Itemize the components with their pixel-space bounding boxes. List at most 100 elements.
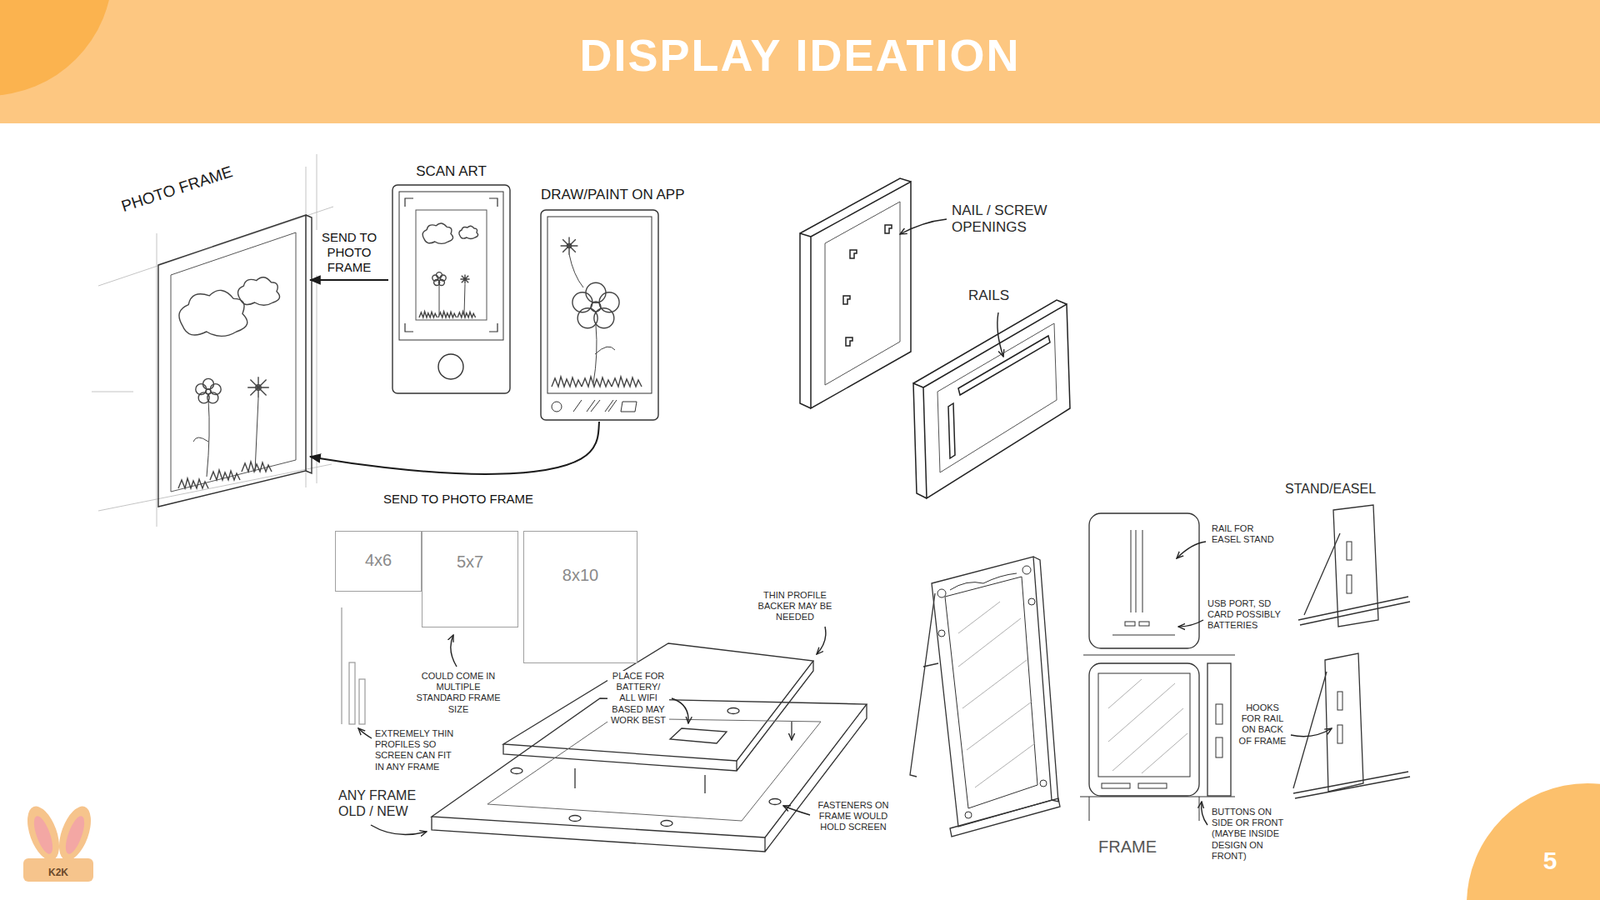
label-slot: COULD COME IN MULTIPLE STANDARD FRAME SI… xyxy=(413,670,504,716)
frame-views-sketch xyxy=(1108,679,1188,774)
label-slot: NAIL / SCREW OPENINGS xyxy=(950,202,1084,237)
label-slot: ANY FRAME OLD / NEW xyxy=(336,787,430,820)
frame-back-rail-sketch xyxy=(913,300,1070,499)
leader-line xyxy=(671,698,689,724)
easel-frame-sketch xyxy=(937,589,946,598)
exploded-frame-sketch xyxy=(487,718,821,821)
photo-frame-sketch xyxy=(193,400,210,477)
phone-draw-sketch xyxy=(551,376,582,387)
logo-bunny xyxy=(52,802,97,865)
leader-line xyxy=(1176,541,1206,559)
stand-easel-sketch xyxy=(1333,505,1379,627)
phone-scan-sketch xyxy=(415,210,487,320)
exploded-frame-sketch xyxy=(431,704,867,852)
frame-back-nail-sketch xyxy=(810,181,911,409)
logo-text: K2K xyxy=(46,866,70,879)
callout-note: FASTENERS ON FRAME WOULD HOLD SCREEN xyxy=(812,800,895,834)
frame-views-sketch xyxy=(1080,655,1235,821)
callout-note: PLACE FOR BATTERY/ ALL WIFI BASED MAY WO… xyxy=(607,670,670,726)
stand-easel-sketch xyxy=(1293,505,1410,799)
page-number: 5 xyxy=(1541,845,1560,876)
phone-scan-sketch xyxy=(438,354,464,380)
exploded-frame-sketch xyxy=(569,815,581,822)
leader-line xyxy=(900,219,947,235)
easel-frame-sketch xyxy=(945,576,1038,809)
page-corner-circle xyxy=(1466,783,1600,900)
phone-scan-sketch xyxy=(432,272,446,286)
leader-line xyxy=(370,825,427,835)
phone-draw-sketch xyxy=(551,401,562,412)
phone-draw-sketch xyxy=(540,210,659,420)
callout-note: NAIL / SCREW OPENINGS xyxy=(950,202,1084,237)
phone-draw-sketch xyxy=(540,210,659,420)
easel-frame-sketch xyxy=(1033,556,1059,802)
frame-back-rail-sketch xyxy=(913,300,1067,499)
leader-line xyxy=(816,626,826,655)
header-band xyxy=(0,0,1600,124)
frame-size-sketch xyxy=(349,662,355,725)
easel-frame-sketch xyxy=(950,573,1017,590)
easel-frame-sketch xyxy=(1040,780,1047,787)
phone-scan-sketch xyxy=(392,185,510,394)
frame-size-box: 5x7 xyxy=(421,530,519,628)
phone-scan-sketch xyxy=(459,225,479,239)
frame-size-box: 4x6 xyxy=(335,530,422,592)
logo-bunny xyxy=(30,814,56,857)
photo-frame-sketch xyxy=(91,154,334,527)
frame-back-nail-sketch xyxy=(885,225,892,234)
phone-scan-sketch xyxy=(438,311,457,318)
easel-frame-sketch xyxy=(938,630,945,637)
label-slot: USB PORT, SD CARD POSSIBLY BATTERIES xyxy=(1205,598,1286,632)
stand-easel-sketch xyxy=(1325,653,1364,792)
phone-scan-sketch xyxy=(399,191,504,340)
frame-views-sketch xyxy=(1207,663,1231,796)
callout-note: COULD COME IN MULTIPLE STANDARD FRAME SI… xyxy=(413,670,504,715)
easel-frame-sketch xyxy=(931,556,1052,827)
label-slot: PLACE FOR BATTERY/ ALL WIFI BASED MAY WO… xyxy=(607,670,670,727)
frame-size-box: 8x10 xyxy=(523,530,638,664)
exploded-frame-sketch xyxy=(769,799,781,805)
frame-views-sketch xyxy=(1138,783,1167,789)
phone-scan-sketch xyxy=(439,285,440,315)
frame-back-nail-sketch xyxy=(843,295,850,305)
exploded-frame-sketch xyxy=(575,721,792,794)
callout-note: RAIL FOR EASEL STAND xyxy=(1210,523,1285,545)
frame-size-sketch xyxy=(340,607,342,725)
phone-scan-sketch xyxy=(457,311,476,318)
callout-note: USB PORT, SD CARD POSSIBLY BATTERIES xyxy=(1205,598,1286,632)
frame-back-nail-sketch xyxy=(825,201,900,385)
sketch-heading: PHOTO FRAME xyxy=(119,162,235,217)
sketch-title: STAND/EASEL xyxy=(1283,480,1378,497)
label-slot: FRAME xyxy=(1096,836,1189,857)
phone-scan-sketch xyxy=(464,284,465,315)
phone-draw-sketch xyxy=(569,254,584,288)
photo-frame: PHOTO FRAME xyxy=(125,179,310,513)
photo-frame-sketch xyxy=(210,470,240,480)
edge-label-slot: SEND TO PHOTO FRAME xyxy=(370,491,546,507)
label-slot: 5 xyxy=(1531,845,1569,876)
frame-back-nail-sketch xyxy=(850,250,857,259)
callout-note: HOOKS FOR RAIL ON BACK OF FRAME xyxy=(1236,702,1289,747)
frame-back-rail-sketch xyxy=(948,403,955,459)
exploded-frame-sketch xyxy=(727,708,740,715)
phone-scan-sketch xyxy=(419,311,438,318)
logo-bunny xyxy=(20,802,97,882)
leader-line xyxy=(783,805,810,815)
frame-views-sketch xyxy=(1215,737,1223,758)
photo-frame-sketch xyxy=(158,215,306,507)
phone-scan-sketch xyxy=(392,185,510,394)
photo-frame-sketch xyxy=(179,290,248,336)
callout-note: THIN PROFILE BACKER MAY BE NEEDED xyxy=(750,590,840,624)
frame-views-sketch xyxy=(1089,513,1200,649)
frame-back-nail-sketch xyxy=(800,178,911,409)
flow-arrow xyxy=(310,421,600,475)
exploded-frame-sketch xyxy=(503,660,814,771)
label-slot: BUTTONS ON SIDE OR FRONT (MAYBE INSIDE D… xyxy=(1210,806,1290,863)
easel-frame-sketch xyxy=(1022,565,1031,575)
label-slot: STAND/EASEL xyxy=(1283,480,1425,497)
phone-draw-sketch xyxy=(611,376,642,387)
size-label: 5x7 xyxy=(456,551,484,572)
